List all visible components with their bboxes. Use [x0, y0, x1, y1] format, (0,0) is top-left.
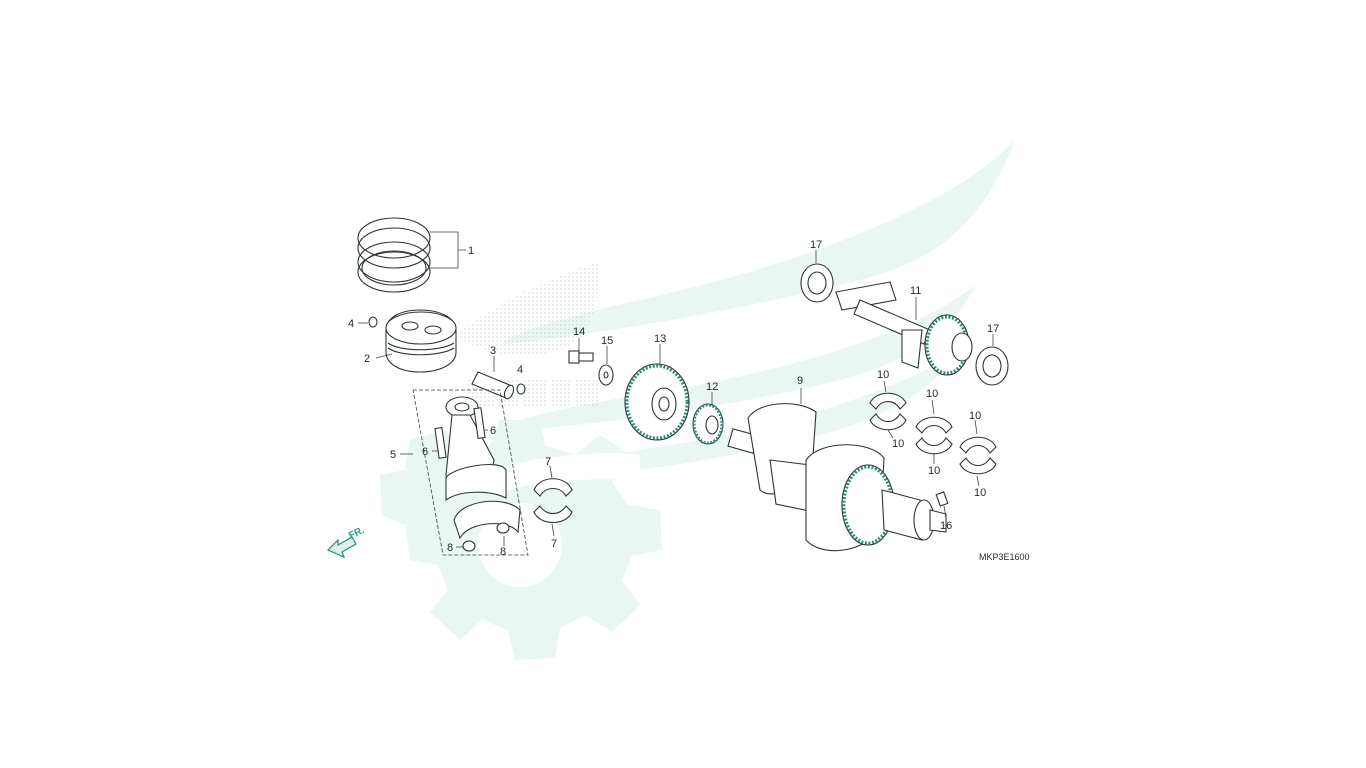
callout-5: 5	[390, 449, 396, 461]
washer	[598, 364, 614, 386]
callout-4a: 4	[348, 318, 354, 330]
callout-6a: 6	[422, 446, 428, 458]
callout-14: 14	[573, 326, 585, 338]
leader-10a	[883, 380, 894, 439]
callout-2: 2	[364, 353, 370, 365]
callout-13: 13	[654, 333, 666, 345]
gear-bolt	[568, 350, 594, 364]
piston	[385, 309, 457, 373]
balancer-bearing-right	[975, 346, 1009, 386]
callout-7b: 7	[551, 538, 557, 550]
balancer-shaft	[835, 281, 973, 376]
callout-10c: 10	[926, 388, 938, 400]
leader-1	[430, 231, 466, 269]
callout-1: 1	[468, 245, 474, 257]
piston-pin-clip-lower	[516, 383, 526, 395]
callout-7a: 7	[545, 456, 551, 468]
callout-10e: 10	[969, 410, 981, 422]
piston-rings	[357, 217, 431, 293]
callout-11: 11	[910, 285, 921, 297]
connecting-rod	[445, 396, 521, 540]
con-rod-nuts	[462, 522, 510, 552]
main-bearings	[869, 392, 997, 475]
timing-sprocket	[692, 403, 724, 445]
leader-16	[943, 505, 947, 519]
leader-10b	[931, 399, 935, 464]
leader-2	[375, 353, 393, 359]
primary-drive-gear	[624, 363, 690, 441]
callout-10a: 10	[877, 369, 889, 381]
con-rod-assembly-outline	[412, 389, 529, 556]
callout-12: 12	[706, 381, 718, 393]
watermark-wing-logo	[380, 140, 1015, 660]
con-rod-bearings	[533, 478, 573, 524]
callout-9: 9	[797, 375, 803, 387]
callout-6b: 6	[490, 425, 496, 437]
callout-4b: 4	[517, 364, 523, 376]
callout-10b: 10	[892, 438, 904, 450]
front-arrow-label: FR.	[347, 525, 366, 542]
piston-pin-clip-upper	[368, 316, 378, 328]
front-arrow-icon	[326, 536, 357, 559]
con-rod-bolts	[434, 407, 486, 459]
leader-7	[549, 465, 555, 537]
diagram-code: MKP3E1600	[979, 552, 1030, 562]
callout-17a: 17	[810, 239, 822, 251]
piston-pin	[471, 371, 515, 400]
callout-10d: 10	[928, 465, 940, 477]
callout-3: 3	[490, 345, 496, 357]
balancer-bearing-left	[800, 263, 834, 303]
callout-17b: 17	[987, 323, 999, 335]
callout-8b: 8	[500, 546, 506, 558]
woodruff-key	[935, 491, 949, 507]
callout-15: 15	[601, 335, 613, 347]
callout-16: 16	[940, 520, 952, 532]
crankshaft	[727, 403, 947, 552]
leader-10c	[974, 419, 980, 487]
callout-8a: 8	[447, 542, 453, 554]
callout-10f: 10	[974, 487, 986, 499]
